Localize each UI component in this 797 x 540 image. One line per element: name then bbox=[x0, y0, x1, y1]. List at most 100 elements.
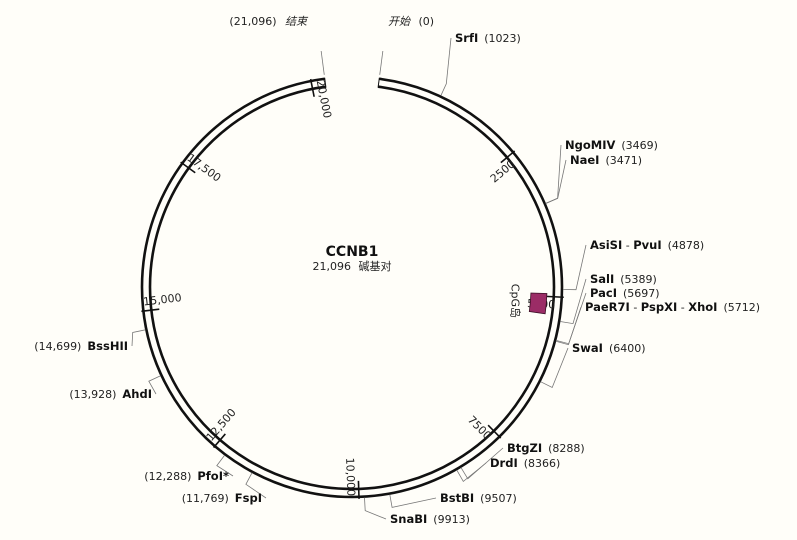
end-cap bbox=[324, 77, 327, 88]
end-pointer bbox=[320, 50, 325, 75]
site-leader-line bbox=[245, 472, 267, 499]
site-naei[interactable]: NaeI (3471) bbox=[545, 153, 642, 204]
site-label: (14,699)BssHII bbox=[34, 339, 128, 353]
start-text: 开始 bbox=[388, 15, 411, 28]
tick-mark bbox=[500, 150, 516, 164]
site-leader-line bbox=[562, 244, 587, 291]
plasmid-name: CCNB1 bbox=[326, 244, 379, 260]
backbone bbox=[140, 50, 564, 499]
site-label: SalI (5389) bbox=[590, 272, 657, 286]
tick-label: 17,500 bbox=[185, 151, 224, 184]
site-label: PacI(5697) bbox=[590, 286, 660, 300]
site-position: (3471) bbox=[605, 154, 642, 167]
site-leader-line bbox=[148, 375, 161, 395]
feature-layer: CpG岛 bbox=[508, 284, 548, 318]
site-separator: - bbox=[622, 239, 633, 252]
site-position: (6400) bbox=[609, 342, 646, 355]
site-label: NgoMIV(3469) bbox=[565, 138, 658, 152]
site-drdi[interactable]: DrdI(8366) bbox=[456, 456, 561, 483]
plasmid-length: 21,096 碱基对 bbox=[313, 259, 392, 273]
end-label: (21,096) 结束 bbox=[229, 15, 309, 28]
plasmid-length-unit: 碱基对 bbox=[359, 259, 392, 273]
site-label: AsiSI - PvuI(4878) bbox=[590, 238, 704, 252]
enzyme-name: PvuI bbox=[633, 238, 661, 252]
enzyme-name: SalI bbox=[590, 272, 614, 286]
site-fspi[interactable]: (11,769) FspI bbox=[182, 472, 267, 505]
site-btgzi[interactable]: BtgZI(8288) bbox=[460, 441, 585, 480]
enzyme-name: AsiSI bbox=[590, 238, 622, 252]
site-bsshii[interactable]: (14,699)BssHII bbox=[34, 329, 146, 353]
enzyme-name: XhoI bbox=[688, 300, 717, 314]
site-position: (12,288) bbox=[144, 470, 191, 483]
enzyme-name: FspI bbox=[235, 491, 262, 505]
site-leader-line bbox=[555, 306, 582, 346]
cpg-island-feature[interactable] bbox=[528, 292, 548, 315]
site-position: (5697) bbox=[623, 287, 660, 300]
enzyme-name: PspXI bbox=[641, 300, 677, 314]
enzyme-name: NaeI bbox=[570, 153, 599, 167]
site-position: (9913) bbox=[433, 513, 470, 526]
tick-mark bbox=[357, 480, 360, 499]
tick-label: 7500 bbox=[465, 413, 494, 442]
tick-mark bbox=[141, 308, 160, 313]
site-label: PaeR7I - PspXI - XhoI(5712) bbox=[585, 300, 760, 314]
site-swai[interactable]: SwaI(6400) bbox=[540, 341, 646, 389]
site-position: (13,928) bbox=[69, 388, 116, 401]
center-title: CCNB1 21,096 碱基对 bbox=[313, 244, 392, 273]
site-label: SrfI(1023) bbox=[455, 31, 521, 45]
enzyme-name: SnaBI bbox=[390, 512, 427, 526]
end-pos: (21,096) bbox=[229, 15, 276, 28]
site-label: SwaI(6400) bbox=[572, 341, 646, 355]
enzyme-name: PaeR7I bbox=[585, 300, 630, 314]
backbone-inner-strand bbox=[148, 85, 556, 491]
site-ngomiv[interactable]: NgoMIV(3469) bbox=[545, 138, 658, 204]
site-leader-line bbox=[545, 159, 567, 204]
site-ahdi[interactable]: (13,928)AhdI bbox=[69, 375, 161, 401]
restriction-sites: SrfI(1023) NgoMIV(3469)NaeI (3471) AsiSI - … bbox=[34, 31, 760, 526]
tick-mark bbox=[487, 424, 502, 439]
enzyme-name: DrdI bbox=[490, 456, 518, 470]
site-separator: - bbox=[630, 301, 641, 314]
site-asisi-pvui[interactable]: AsiSI - PvuI(4878) bbox=[562, 238, 704, 291]
site-label: (11,769) FspI bbox=[182, 491, 262, 505]
site-paer7i-pspxi-xhoi[interactable]: PaeR7I - PspXI - XhoI(5712) bbox=[555, 300, 760, 346]
site-pfoi[interactable]: (12,288) PfoI* bbox=[144, 454, 234, 483]
site-leader-line bbox=[216, 454, 234, 477]
site-separator: - bbox=[677, 301, 688, 314]
tick-label: 20,000 bbox=[314, 79, 334, 119]
site-label: BstBI (9507) bbox=[440, 491, 517, 505]
site-leader-line bbox=[440, 37, 452, 96]
tick-label: 10,000 bbox=[343, 457, 357, 496]
site-position: (5389) bbox=[620, 273, 657, 286]
site-position: (8288) bbox=[548, 442, 585, 455]
start-cap bbox=[377, 77, 380, 88]
tick-mark bbox=[309, 78, 315, 97]
site-leader-line bbox=[560, 278, 587, 325]
start-label: 开始 (0) bbox=[388, 15, 434, 28]
tick-mark bbox=[180, 161, 196, 174]
site-label: NaeI (3471) bbox=[570, 153, 642, 167]
site-leader-line bbox=[389, 494, 437, 508]
site-bstbi[interactable]: BstBI (9507) bbox=[389, 491, 517, 508]
tick-mark bbox=[212, 433, 226, 449]
enzyme-name: BstBI bbox=[440, 491, 474, 505]
enzyme-name: SrfI bbox=[455, 31, 478, 45]
enzyme-name: NgoMIV bbox=[565, 138, 615, 152]
backbone-outer-strand bbox=[140, 77, 564, 499]
end-text: 结束 bbox=[285, 15, 309, 28]
site-leader-line bbox=[460, 447, 504, 480]
site-position: (11,769) bbox=[182, 492, 229, 505]
site-leader-line bbox=[540, 347, 569, 389]
site-position: (14,699) bbox=[34, 340, 81, 353]
site-sali[interactable]: SalI (5389) bbox=[560, 272, 657, 325]
tick-label: 15,000 bbox=[143, 291, 183, 308]
site-label: (12,288) PfoI* bbox=[144, 469, 229, 483]
start-pos: (0) bbox=[419, 15, 435, 28]
site-position: (9507) bbox=[480, 492, 517, 505]
site-leader-line bbox=[364, 497, 387, 520]
site-srfi[interactable]: SrfI(1023) bbox=[440, 31, 521, 96]
enzyme-name: PfoI* bbox=[197, 469, 229, 483]
site-snabi[interactable]: SnaBI (9913) bbox=[364, 497, 470, 526]
